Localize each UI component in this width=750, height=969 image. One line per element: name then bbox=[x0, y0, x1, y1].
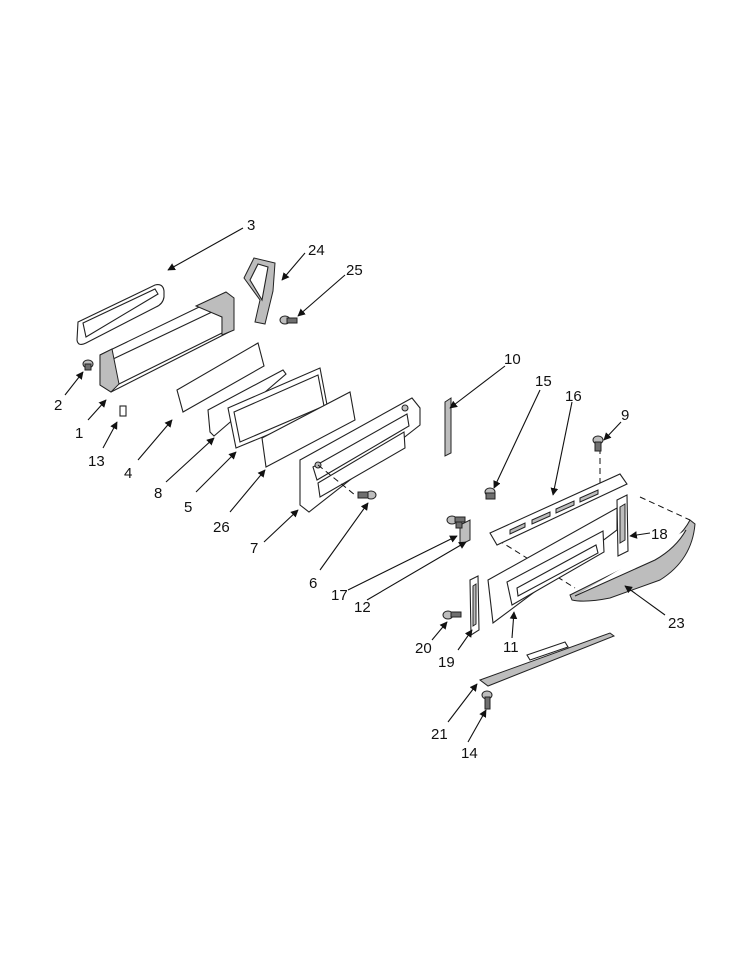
part-bottom-trim-21 bbox=[478, 632, 616, 687]
callout-label: 16 bbox=[565, 388, 582, 405]
callout-label: 15 bbox=[535, 373, 552, 390]
callout-label: 3 bbox=[247, 217, 255, 234]
part-bracket-12 bbox=[455, 519, 471, 546]
callout-label: 13 bbox=[88, 453, 105, 470]
part-screw-14 bbox=[481, 690, 493, 710]
part-glass-panel-26 bbox=[261, 391, 356, 468]
part-screw-9 bbox=[592, 435, 604, 452]
part-glass-panel-4 bbox=[176, 342, 265, 413]
part-screw-6 bbox=[357, 490, 377, 500]
callout-label: 23 bbox=[668, 615, 685, 632]
callout-label: 1 bbox=[75, 425, 83, 442]
callout-label: 5 bbox=[184, 499, 192, 516]
part-inner-door-frame bbox=[99, 291, 235, 393]
part-outer-door-panel-11 bbox=[487, 507, 618, 625]
callout-label: 8 bbox=[154, 485, 162, 502]
part-gasket bbox=[76, 284, 165, 346]
callout-label: 4 bbox=[124, 465, 132, 482]
part-screw-25 bbox=[279, 315, 298, 325]
callout-label: 11 bbox=[503, 639, 519, 656]
callout-label: 20 bbox=[415, 640, 432, 657]
part-screw-20 bbox=[442, 610, 462, 620]
callout-label: 7 bbox=[250, 540, 258, 557]
part-screw-2 bbox=[82, 359, 94, 371]
callout-label: 17 bbox=[331, 587, 348, 604]
callout-label: 9 bbox=[621, 407, 629, 424]
callout-label: 24 bbox=[308, 242, 325, 259]
callout-label: 10 bbox=[504, 351, 521, 368]
callout-label: 25 bbox=[346, 262, 363, 279]
part-door-liner-7 bbox=[299, 397, 421, 513]
part-screw-15 bbox=[484, 487, 496, 500]
part-side-bracket-18 bbox=[616, 494, 629, 557]
part-handle-23 bbox=[569, 519, 696, 602]
part-side-trim-10 bbox=[444, 397, 452, 457]
part-hinge bbox=[243, 257, 276, 325]
callout-labels: 3 24 25 2 1 13 4 8 5 26 7 6 10 15 16 9 1… bbox=[54, 217, 685, 762]
callout-label: 18 bbox=[651, 526, 668, 543]
callout-label: 6 bbox=[309, 575, 317, 592]
callout-label: 2 bbox=[54, 397, 62, 414]
callout-label: 21 bbox=[431, 726, 448, 743]
callout-label: 14 bbox=[461, 745, 478, 762]
leader-arrows bbox=[64, 227, 666, 743]
part-top-vent-16 bbox=[489, 473, 628, 546]
part-screw-17 bbox=[446, 515, 466, 525]
part-side-bracket-19 bbox=[469, 575, 480, 636]
callout-label: 12 bbox=[354, 599, 371, 616]
callout-label: 26 bbox=[213, 519, 230, 536]
part-clip-13 bbox=[119, 405, 127, 417]
callout-label: 19 bbox=[438, 654, 455, 671]
